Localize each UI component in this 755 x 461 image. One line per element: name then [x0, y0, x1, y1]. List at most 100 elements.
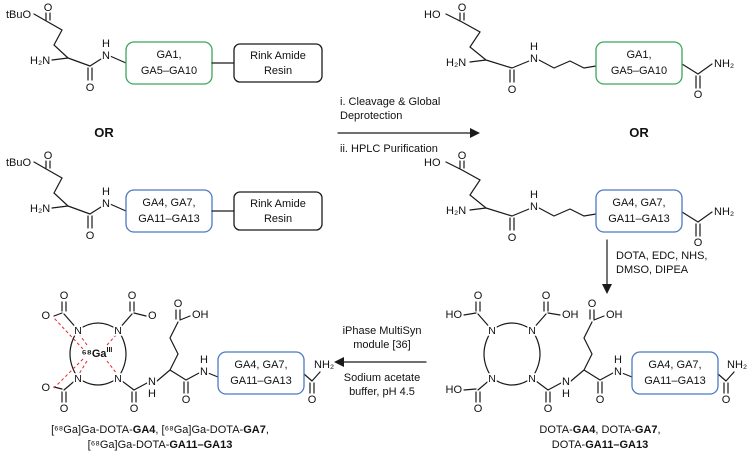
amine-label: H₂N: [30, 203, 50, 215]
resin-box-line2: Resin: [264, 65, 292, 77]
ester-oxygen-label: O: [44, 2, 53, 14]
terminal-amide-label: NH₂: [314, 359, 334, 371]
dota-product-line2: DOTA-GA11–GA13: [552, 439, 648, 451]
glu-acid-oxygen-label: O: [174, 298, 183, 310]
arrow1-text-line3: ii. HPLC Purification: [340, 143, 438, 155]
resin-box-outline: [233, 191, 323, 231]
structure-free-peptide-green: HO O H₂N O N H GA1, GA5–GA10 O NH₂: [422, 0, 736, 103]
amide-oxygen-label: O: [86, 230, 95, 242]
terminal-amide-oxygen-label: O: [694, 89, 703, 101]
arm-ho-label: HO: [446, 384, 463, 396]
terminal-amide-label: NH₂: [727, 359, 747, 371]
bond-path: [445, 13, 713, 75]
glu-acid-oxygen-label: O: [588, 298, 597, 310]
terminal-amide-oxygen-label: O: [308, 394, 317, 406]
amide-nitrogen-label: N: [102, 50, 110, 62]
resin-box-line1: Rink Amide: [250, 198, 306, 210]
arrow3-text-line2: module [36]: [353, 339, 410, 351]
double-bond-path: [459, 160, 701, 237]
bond-path: [33, 161, 127, 215]
arrow3-text-line1: iPhase MultiSyn: [343, 325, 422, 337]
reaction-arrow-dota-coupling: DOTA, EDC, NHS, DMSO, DIPEA: [602, 239, 707, 294]
peptide-box-blue-2: GA4, GA7, GA11–GA13: [595, 189, 683, 233]
glu-acid-oh-label: OH: [192, 309, 209, 321]
amide-oxygen-label: O: [508, 232, 517, 244]
blue-box-outline: [217, 351, 305, 395]
amide-hydrogen-label: H: [614, 354, 622, 366]
amide-hydrogen-label: H: [530, 189, 538, 201]
ga68-product-line2: [⁶⁸Ga]Ga-DOTA-GA11–GA13: [88, 439, 233, 451]
or-label-left: OR: [94, 125, 114, 140]
arrow2-head: [602, 284, 612, 294]
structure-protected-glutamate-green: tBuO O H₂N O N H GA1, GA5–GA10 Rink Amid…: [4, 0, 323, 96]
amine-label: H₂N: [446, 205, 466, 217]
amide-oxygen-label: O: [182, 394, 191, 406]
blue-box-line2: GA11–GA13: [138, 213, 200, 225]
resin-box-1: Rink Amide Resin: [233, 43, 323, 83]
bond-path: [33, 13, 127, 67]
arrow1-head: [470, 128, 480, 138]
double-bond-path: [61, 301, 315, 403]
amide-oxygen-label: O: [596, 394, 605, 406]
amide-oxygen-label: O: [508, 84, 517, 96]
green-box-line2: GA5–GA10: [611, 65, 667, 77]
green-box-line1: GA1,: [626, 49, 651, 61]
dota-product-caption: DOTA-GA4, DOTA-GA7, DOTA-GA11–GA13: [539, 424, 660, 451]
ga68-product-line1: [⁶⁸Ga]Ga-DOTA-GA4, [⁶⁸Ga]Ga-DOTA-GA7,: [51, 424, 269, 436]
blue-box-outline: [631, 351, 719, 395]
ring-nitrogen-label: N: [488, 373, 496, 385]
arm-oxygen-label: O: [474, 403, 483, 415]
ring-nitrogen-label: N: [528, 373, 536, 385]
amine-label: H₂N: [446, 57, 466, 69]
terminal-amide-label: NH₂: [714, 58, 734, 70]
glu-acid-oh-label: OH: [606, 309, 623, 321]
structure-free-peptide-blue: HO O H₂N O N H GA4, GA7, GA11–GA13 O NH₂: [422, 148, 736, 251]
ring-nitrogen-label: N: [74, 325, 82, 337]
resin-box-2: Rink Amide Resin: [233, 191, 323, 231]
blue-box-line2: GA11–GA13: [230, 375, 292, 387]
gallium-coordination-dashes: [53, 317, 118, 389]
amide-hydrogen-label: H: [200, 354, 208, 366]
reaction-arrow-radiolabelling: iPhase MultiSyn module [36] Sodium aceta…: [334, 325, 427, 398]
terminal-amide-label: NH₂: [714, 206, 734, 218]
dota-product-line1: DOTA-GA4, DOTA-GA7,: [539, 424, 660, 436]
resin-box-line1: Rink Amide: [250, 50, 306, 62]
tbuo-label: tBuO: [6, 9, 32, 21]
arm-coord-oxygen-label: O: [148, 310, 157, 322]
acid-ho-label: HO: [424, 9, 441, 21]
resin-box-line2: Resin: [264, 213, 292, 225]
green-box-line1: GA1,: [156, 49, 181, 61]
ring-nitrogen-label: N: [488, 325, 496, 337]
amide-nitrogen-label: N: [102, 198, 110, 210]
structure-protected-glutamate-blue: tBuO O H₂N O N H GA4, GA7, GA11–GA13 Rin…: [4, 148, 323, 244]
linker-oxygen-label: O: [130, 403, 139, 415]
ring-nitrogen-label: N: [114, 325, 122, 337]
blue-box-line1: GA4, GA7,: [612, 197, 665, 209]
amide-nitrogen-label: N: [530, 53, 538, 65]
reaction-arrow-cleavage: i. Cleavage & Global Deprotection ii. HP…: [337, 96, 480, 155]
bond-path: [53, 312, 321, 391]
arm-oh-label: OH: [562, 309, 579, 321]
blue-box-line1: GA4, GA7,: [648, 359, 701, 371]
acid-ho-label: HO: [424, 157, 441, 169]
structure-ga68-dota-chelate: N N N N ⁶⁸GaIII O O O O O O O N H O OH O…: [40, 288, 336, 417]
amide-nitrogen-label: N: [200, 366, 208, 378]
acid-oxygen-label: O: [458, 150, 467, 162]
ga68-label: ⁶⁸GaIII: [82, 347, 113, 360]
linker-nitrogen-label: N: [148, 376, 156, 388]
arm-oxygen-label: O: [542, 290, 551, 302]
amide-hydrogen-label: H: [530, 41, 538, 53]
peptide-box-blue-1: GA4, GA7, GA11–GA13: [125, 189, 213, 233]
linker-nitrogen-label: N: [562, 376, 570, 388]
arm-coord-oxygen-label: O: [41, 382, 50, 394]
double-bond-path: [459, 12, 701, 89]
arrow2-text-line2: DMSO, DIPEA: [616, 264, 689, 276]
tbuo-label: tBuO: [6, 157, 32, 169]
amide-nitrogen-label: N: [530, 201, 538, 213]
or-label-right: OR: [629, 125, 649, 140]
double-bond-path: [45, 12, 93, 81]
blue-box-line1: GA4, GA7,: [142, 197, 195, 209]
peptide-box-green-2: GA1, GA5–GA10: [595, 41, 683, 85]
bond-path: [463, 312, 735, 391]
